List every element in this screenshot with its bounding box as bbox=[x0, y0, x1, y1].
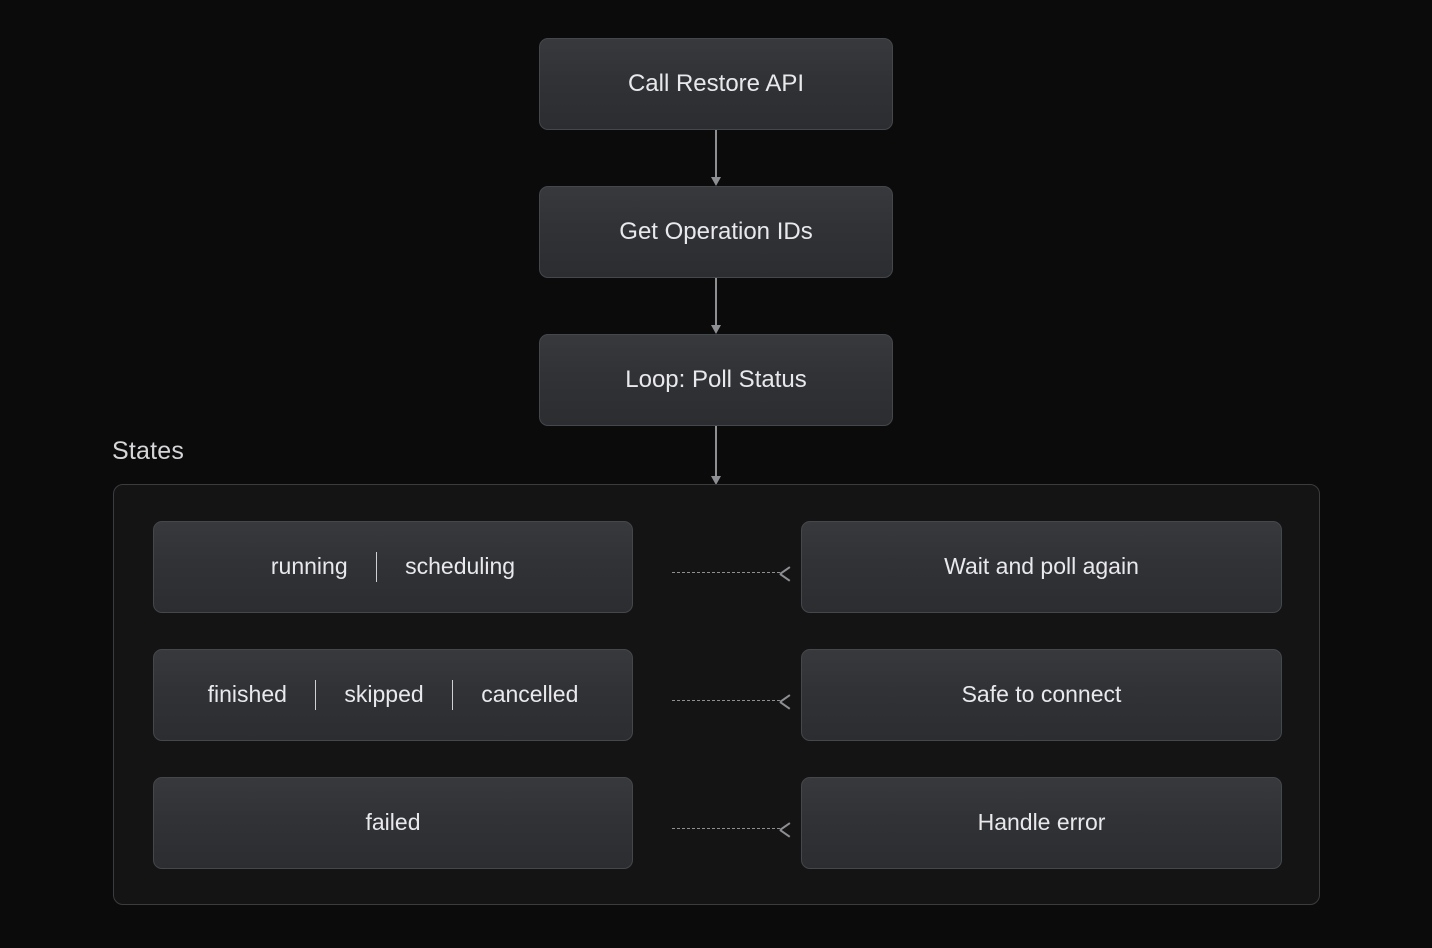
node-get-operation-ids[interactable]: Get Operation IDs bbox=[539, 186, 893, 278]
edge-running-scheduling-to-action bbox=[672, 565, 794, 582]
edge-shaft bbox=[715, 130, 717, 177]
edge-call-restore-to-get-op-ids bbox=[711, 130, 721, 186]
node-label: Call Restore API bbox=[627, 69, 805, 97]
state-separator-icon bbox=[314, 680, 317, 710]
arrowhead-icon bbox=[711, 177, 721, 186]
state-label: failed bbox=[365, 809, 421, 836]
node-label: Loop: Poll Status bbox=[625, 365, 807, 393]
action-label: Wait and poll again bbox=[944, 553, 1139, 580]
action-wait-and-poll-again[interactable]: Wait and poll again bbox=[801, 521, 1282, 613]
state-separator-icon bbox=[375, 552, 378, 582]
state-row: running scheduling Wait and poll again bbox=[114, 521, 1319, 613]
action-safe-to-connect[interactable]: Safe to connect bbox=[801, 649, 1282, 741]
action-handle-error[interactable]: Handle error bbox=[801, 777, 1282, 869]
action-label: Handle error bbox=[977, 809, 1106, 836]
state-row: finished skipped cancelled Safe to conne… bbox=[114, 649, 1319, 741]
edge-dashed-line bbox=[672, 828, 780, 829]
edge-dashed-line bbox=[672, 700, 780, 701]
arrowhead-icon bbox=[778, 693, 794, 710]
arrowhead-icon bbox=[711, 476, 721, 485]
state-label: cancelled bbox=[481, 681, 579, 708]
node-loop-poll-status[interactable]: Loop: Poll Status bbox=[539, 334, 893, 426]
arrowhead-icon bbox=[778, 821, 794, 838]
state-group-failed[interactable]: failed bbox=[153, 777, 633, 869]
state-separator-icon bbox=[451, 680, 454, 710]
node-label: Get Operation IDs bbox=[619, 217, 813, 245]
edge-failed-to-action bbox=[672, 821, 794, 838]
state-label: running bbox=[270, 553, 348, 580]
edge-shaft bbox=[715, 278, 717, 325]
edge-loop-poll-to-states bbox=[711, 426, 721, 485]
state-row: failed Handle error bbox=[114, 777, 1319, 869]
edge-finished-group-to-action bbox=[672, 693, 794, 710]
state-group-running-scheduling[interactable]: running scheduling bbox=[153, 521, 633, 613]
arrowhead-icon bbox=[711, 325, 721, 334]
subgraph-label-states: States bbox=[112, 437, 185, 465]
edge-shaft bbox=[715, 426, 717, 476]
state-label: finished bbox=[207, 681, 287, 708]
edge-dashed-line bbox=[672, 572, 780, 573]
state-label: skipped bbox=[344, 681, 424, 708]
state-label: scheduling bbox=[405, 553, 516, 580]
action-label: Safe to connect bbox=[961, 681, 1122, 708]
subgraph-states: running scheduling Wait and poll again f… bbox=[113, 484, 1320, 905]
node-call-restore-api[interactable]: Call Restore API bbox=[539, 38, 893, 130]
edge-get-op-ids-to-loop-poll bbox=[711, 278, 721, 334]
arrowhead-icon bbox=[778, 565, 794, 582]
state-group-finished-skipped-cancelled[interactable]: finished skipped cancelled bbox=[153, 649, 633, 741]
